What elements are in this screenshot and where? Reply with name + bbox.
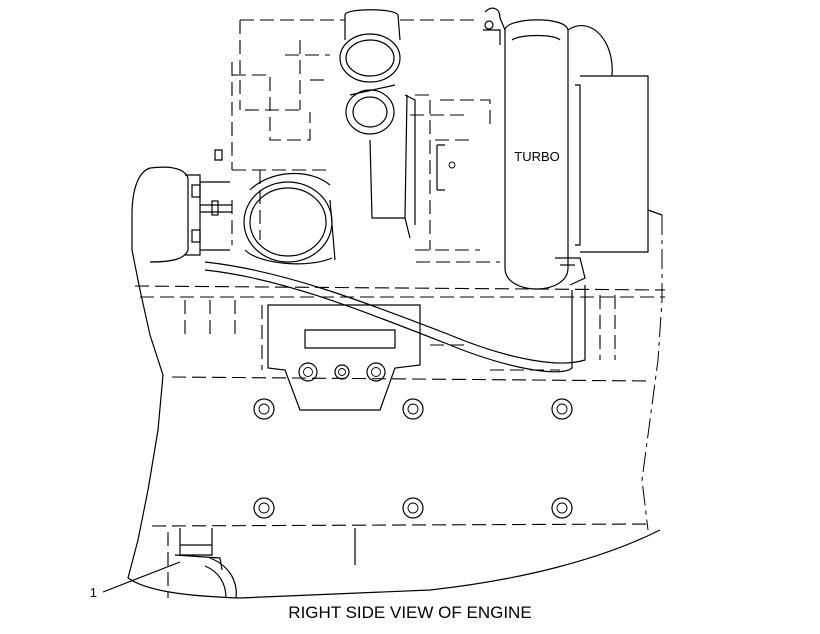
block-bolts: [253, 398, 573, 519]
exhaust-elbow: [339, 9, 416, 239]
left-actuator: [149, 149, 232, 263]
callout-1: 1: [90, 561, 181, 600]
turbo-label: TURBO: [514, 149, 560, 164]
cylinder-head: [231, 19, 500, 263]
drain-hose: [204, 261, 586, 373]
center-plate: [267, 304, 421, 411]
callout-number: 1: [90, 585, 97, 600]
engine-block-outline: [127, 167, 666, 599]
right-details: [184, 295, 616, 371]
intake-opening: [243, 173, 336, 265]
turbocharger: TURBO: [483, 7, 663, 290]
diagram-caption: RIGHT SIDE VIEW OF ENGINE: [288, 603, 532, 622]
lower-fitting: [167, 528, 237, 599]
